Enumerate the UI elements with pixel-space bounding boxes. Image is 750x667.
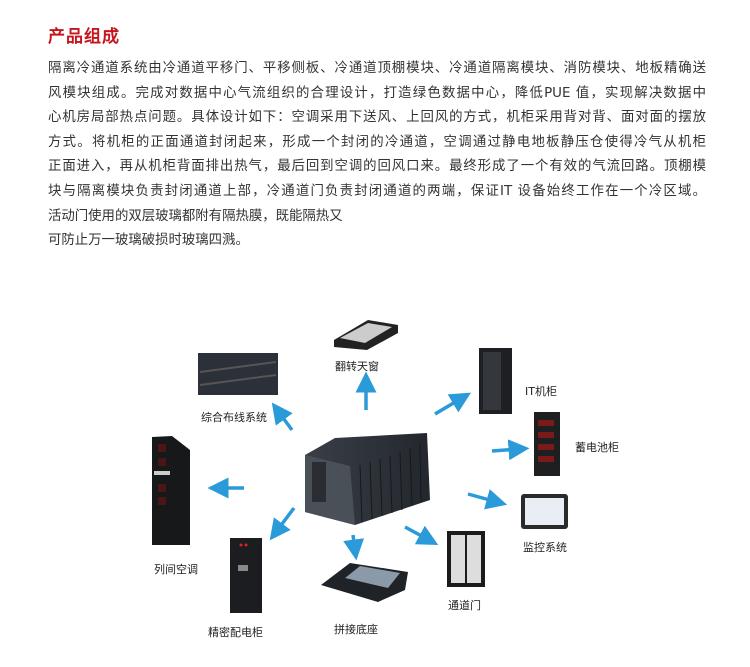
label-row-ac: 列间空调: [154, 563, 198, 576]
label-battery-cabinet: 蓄电池柜: [575, 441, 619, 454]
pdu-image: [230, 538, 262, 613]
it-cabinet-image: [479, 348, 512, 414]
base-image: [321, 563, 408, 602]
label-aisle-door: 通道门: [448, 599, 481, 612]
skylight-image: [334, 320, 398, 350]
cold-aisle-module-image: [305, 433, 430, 525]
arrow-to-it-cabinet: [434, 392, 472, 416]
aisle-door-image: [447, 531, 485, 587]
arrow-to-pdu: [269, 506, 296, 541]
arrow-to-aisle-door: [404, 525, 439, 546]
label-cabling: 综合布线系统: [201, 411, 267, 424]
label-skylight: 翻转天窗: [335, 360, 379, 373]
battery-cabinet-image: [534, 412, 560, 476]
description-paragraph: 隔离冷通道系统由冷通道平移门、平移侧板、冷通道顶棚模块、冷通道隔离模块、消防模块…: [48, 57, 706, 254]
monitoring-tablet-image: [521, 494, 568, 529]
paragraph-line: 块与隔离模块负责封闭通道上部，冷通道门负责封闭通道的两端，保证IT 设备始终工作…: [48, 183, 706, 199]
paragraph-line: 隔离冷通道系统由冷通道平移门、平移侧板、冷通道顶棚模块、冷通道隔离模块、消防模块…: [48, 61, 706, 76]
label-monitoring: 监控系统: [523, 541, 567, 554]
label-base: 拼接底座: [334, 623, 378, 636]
paragraph-line: 方式。将机柜的正面通道封闭起来，形成一个封闭的冷通道，空调通过静电地板静压仓使得…: [48, 134, 706, 150]
row-ac-image: [152, 436, 190, 545]
paragraph-line: 活动门使用的双层玻璃都附有隔热膜，既能隔热又: [48, 208, 343, 224]
label-it-cabinet: IT机柜: [525, 385, 557, 398]
arrow-to-battery: [491, 439, 530, 461]
arrow-to-base: [343, 534, 365, 561]
section-title: 产品组成: [48, 27, 120, 47]
paragraph-line: 风模块组成。完成对数据中心气流组织的合理设计，打造绿色数据中心，降低PUE 值，…: [48, 85, 706, 101]
paragraph-line: 可防止万一玻璃破损时玻璃四溅。: [48, 233, 249, 249]
label-pdu: 精密配电柜: [208, 626, 263, 639]
cabling-image: [198, 353, 278, 395]
arrow-to-cabling: [271, 402, 294, 432]
arrow-to-monitoring: [467, 489, 508, 510]
arrows: [207, 371, 530, 561]
paragraph-line: 心机房局部热点问题。具体设计如下：空调采用下送风、上回风的方式，机柜采用背对背、…: [48, 110, 706, 126]
paragraph-line: 正面进入，再从机柜背面排出热气，最后回到空调的回风口来。最终形成了一个有效的气流…: [48, 159, 706, 175]
